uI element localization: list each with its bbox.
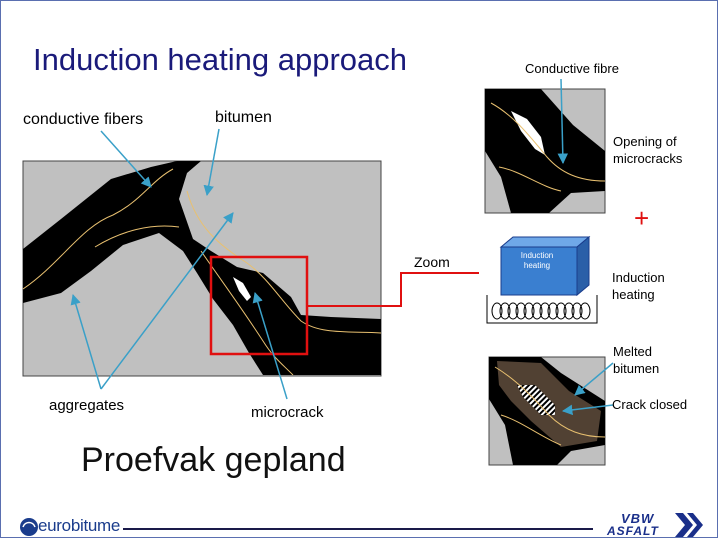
label-zoom: Zoom [414,254,450,270]
pointer-arrows [70,78,614,416]
fibre-strand [186,190,382,334]
eurobitume-logo-mark [20,518,38,536]
slide-subtitle: Proefvak gepland [81,441,346,479]
label-conductive-fibre: Conductive fibre [525,61,619,76]
bitumen-matrix [23,161,381,375]
vbw-logo-text: VBW [621,511,655,526]
label-melted-bitumen: Melted bitumen [613,344,660,376]
arrow-melted-bitumen [574,362,614,396]
eurobitume-logo-text: eurobitume [38,516,121,535]
label-bitumen: bitumen [215,109,272,126]
plus-sign: + [634,203,650,233]
fibre-strand [22,168,174,290]
page-title: Induction heating approach [33,42,408,77]
induction-device [486,235,598,324]
main-cross-section [22,160,382,377]
arrow-crack-closed [561,404,614,416]
label-induction-heating: Induction heating [612,270,665,302]
zoom-connector [307,272,479,307]
arrow-conductive-fibre [557,78,569,165]
label-opening-of-microcracks: Opening of microcracks [613,134,683,166]
label-crack-closed: Crack closed [612,397,688,412]
asfalt-logo-text: ASFALT [607,524,659,538]
fibre-strand [200,250,294,376]
arrow-aggregates-2 [100,212,234,390]
microcrack-shape [233,277,251,301]
arrow-aggregates-1 [70,293,102,390]
label-induction-box: Induction heating [520,251,554,270]
arrow-microcrack [252,291,288,400]
arrow-bitumen [203,128,220,197]
arrow-conductive-fibers [100,130,152,188]
zoom-view-opening [484,88,606,214]
label-microcrack: microcrack [251,404,324,421]
label-conductive-fibers: conductive fibers [23,111,144,128]
vbw-logo-mark [675,513,703,537]
fibre-strand [94,225,180,248]
zoom-view-closed [488,356,606,466]
label-aggregates: aggregates [49,397,125,414]
